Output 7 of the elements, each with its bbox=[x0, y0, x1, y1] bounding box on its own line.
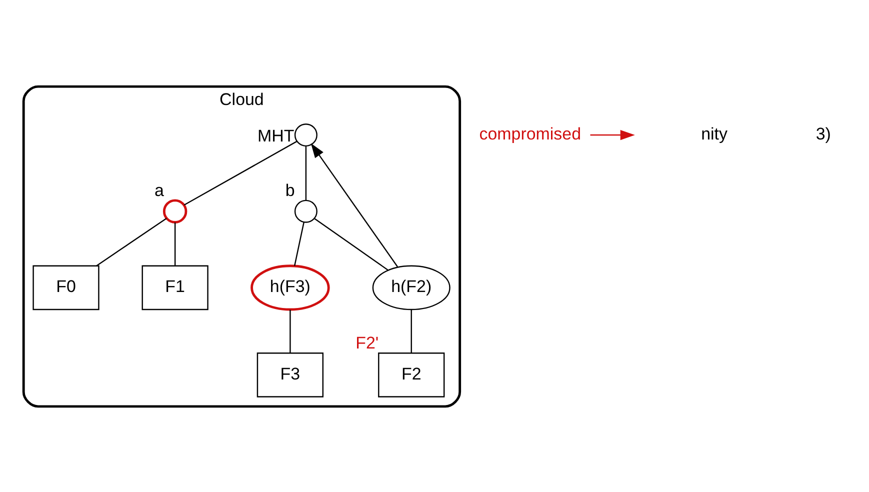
label: 3) bbox=[815, 124, 830, 143]
node-label: b bbox=[284, 180, 294, 200]
node-text: compromised bbox=[478, 124, 581, 143]
label: nity bbox=[700, 124, 728, 143]
node-label: a bbox=[154, 180, 164, 200]
node-label: MHT bbox=[256, 126, 294, 145]
node-label: F2' bbox=[355, 333, 378, 352]
